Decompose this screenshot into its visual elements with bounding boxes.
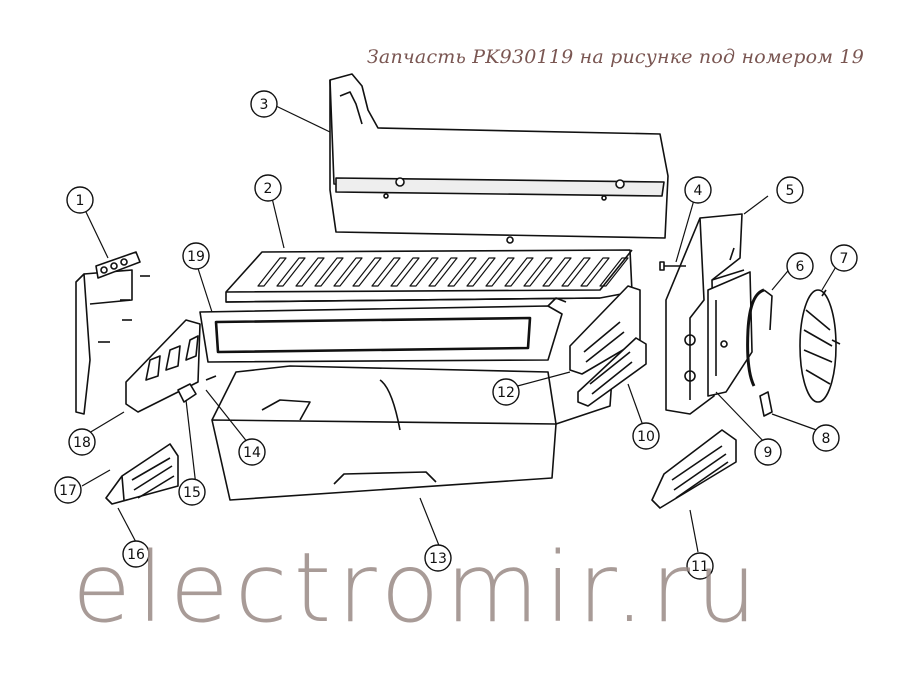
part-bezel-clip <box>177 375 217 403</box>
watermark-text: electromir.ru <box>72 532 763 644</box>
callout-2: 2 <box>254 174 282 202</box>
callout-circle <box>830 244 858 272</box>
callout-label: 11 <box>691 559 709 575</box>
callout-circle <box>54 476 82 504</box>
callout-14: 14 <box>238 438 266 466</box>
callout-19: 19 <box>182 242 210 270</box>
callout-label: 15 <box>183 485 201 501</box>
callout-8: 8 <box>812 424 840 452</box>
callout-label: 7 <box>840 251 849 267</box>
part-lower-body <box>211 365 613 501</box>
part-top-grate <box>225 236 633 303</box>
callout-circle <box>182 242 210 270</box>
part-fastener <box>759 391 773 417</box>
callout-label: 19 <box>187 249 205 265</box>
callout-label: 3 <box>260 97 269 113</box>
callout-10: 10 <box>632 422 660 450</box>
callout-circle <box>66 186 94 214</box>
callout-13: 13 <box>424 544 452 572</box>
callout-label: 18 <box>73 435 91 451</box>
callout-6: 6 <box>786 252 814 280</box>
callout-label: 12 <box>497 385 515 401</box>
callout-9: 9 <box>754 438 782 466</box>
callout-18: 18 <box>68 428 96 456</box>
callout-1: 1 <box>66 186 94 214</box>
callout-11: 11 <box>686 552 714 580</box>
callout-label: 13 <box>429 551 447 567</box>
callout-label: 17 <box>59 483 77 499</box>
callout-circle <box>684 176 712 204</box>
part-screw <box>659 261 686 271</box>
callout-circle <box>686 552 714 580</box>
callout-circle <box>178 478 206 506</box>
part-right-foot <box>651 429 737 509</box>
caption-text: Запчасть PK930119 на рисунке под номером… <box>366 46 864 68</box>
part-right-bracket <box>707 271 753 397</box>
callout-label: 16 <box>127 547 145 563</box>
callout-label: 10 <box>637 429 655 445</box>
callout-circle <box>776 176 804 204</box>
part-left-end-cap <box>75 251 150 415</box>
callout-15: 15 <box>178 478 206 506</box>
part-left-foot <box>105 443 179 505</box>
part-front-bezel <box>199 297 567 363</box>
callout-circle <box>254 174 282 202</box>
callout-circle <box>250 90 278 118</box>
callout-label: 9 <box>764 445 773 461</box>
part-right-end-cap <box>665 213 745 415</box>
callout-3: 3 <box>250 90 278 118</box>
part-right-rail <box>577 337 647 407</box>
callout-label: 2 <box>264 181 273 197</box>
callout-label: 4 <box>694 183 703 199</box>
part-fan-wheel <box>799 289 841 403</box>
callout-circle <box>238 438 266 466</box>
callout-circle <box>122 540 150 568</box>
callout-circle <box>492 378 520 406</box>
callout-circle <box>754 438 782 466</box>
callout-circle <box>424 544 452 572</box>
callout-12: 12 <box>492 378 520 406</box>
callout-label: 14 <box>243 445 261 461</box>
part-back-panel <box>329 73 669 239</box>
callout-label: 8 <box>822 431 831 447</box>
callout-label: 1 <box>76 193 85 209</box>
part-clip <box>746 288 773 387</box>
callout-circle <box>632 422 660 450</box>
callout-label: 6 <box>796 259 805 275</box>
callout-17: 17 <box>54 476 82 504</box>
leader-lines <box>81 105 841 553</box>
callout-16: 16 <box>122 540 150 568</box>
callout-7: 7 <box>830 244 858 272</box>
callout-5: 5 <box>776 176 804 204</box>
callout-circle <box>812 424 840 452</box>
callout-circle <box>68 428 96 456</box>
callout-4: 4 <box>684 176 712 204</box>
callout-circle <box>786 252 814 280</box>
callout-label: 5 <box>786 183 795 199</box>
